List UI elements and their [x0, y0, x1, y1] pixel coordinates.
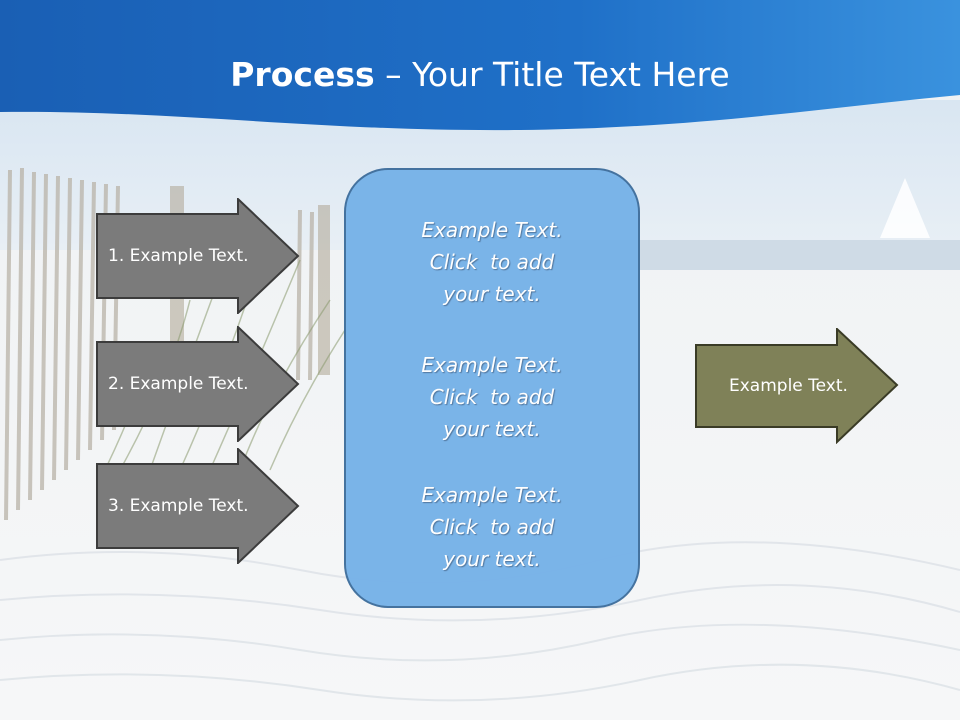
input-arrow-1-label: 1. Example Text.	[108, 246, 249, 266]
center-block-2: Example Text. Click to add your text.	[346, 349, 638, 445]
title-bold: Process	[230, 55, 375, 94]
slide-title: Process – Your Title Text Here	[0, 52, 960, 98]
center-block-2-line2: Click to add	[429, 385, 555, 409]
input-arrow-1-shape	[96, 198, 300, 314]
input-arrow-3-shape	[96, 448, 300, 564]
center-block-1-line3: your text.	[443, 282, 541, 306]
center-block-3-line3: your text.	[443, 547, 541, 571]
output-arrow-shape	[695, 328, 899, 444]
center-block-3-line2: Click to add	[429, 515, 555, 539]
center-block-1-line1: Example Text.	[421, 218, 563, 242]
input-arrow-2[interactable]: 2. Example Text.	[96, 326, 300, 442]
title-text: Your Title Text Here	[412, 55, 730, 94]
input-arrow-3-label: 3. Example Text.	[108, 496, 249, 516]
center-block-2-line3: your text.	[443, 417, 541, 441]
input-arrow-2-label: 2. Example Text.	[108, 374, 249, 394]
output-arrow-label: Example Text.	[729, 376, 848, 396]
input-arrow-3[interactable]: 3. Example Text.	[96, 448, 300, 564]
center-block-1: Example Text. Click to add your text.	[346, 214, 638, 310]
input-arrow-1[interactable]: 1. Example Text.	[96, 198, 300, 314]
center-block-3: Example Text. Click to add your text.	[346, 479, 638, 575]
title-separator: –	[374, 55, 413, 94]
output-arrow[interactable]: Example Text.	[695, 328, 899, 444]
center-process-box[interactable]: Example Text. Click to add your text. Ex…	[344, 168, 640, 608]
input-arrow-2-shape	[96, 326, 300, 442]
center-block-2-line1: Example Text.	[421, 353, 563, 377]
center-block-3-line1: Example Text.	[421, 483, 563, 507]
center-block-1-line2: Click to add	[429, 250, 555, 274]
